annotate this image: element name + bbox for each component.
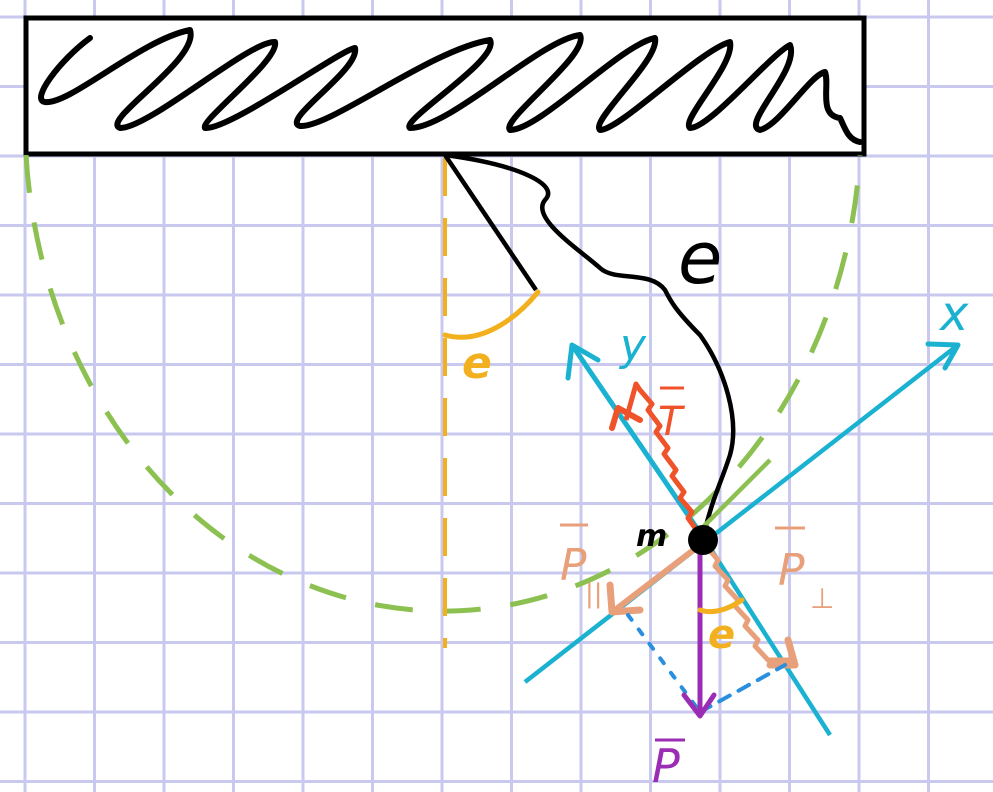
tension-arrowhead [609, 405, 643, 431]
y-axis-arrowhead [565, 342, 601, 381]
p-parallel-arrowhead [606, 581, 644, 616]
p-parallel-label-letter: P [560, 540, 587, 591]
angle-arc-top [442, 289, 541, 340]
p-perp-label-letter: P [778, 545, 805, 596]
x-axis-label: x [938, 286, 969, 342]
x-axis [523, 343, 960, 684]
x-axis-arrowhead [925, 341, 961, 371]
weight-arrowhead [681, 692, 717, 719]
tension-label: T [658, 386, 686, 445]
ceiling-hatching [38, 27, 863, 145]
ceiling [23, 15, 867, 157]
normal-line [703, 538, 832, 737]
p-parallel-label: P || [560, 523, 603, 609]
p-perp-label: P ⊥ [775, 526, 834, 615]
weight-label-letter: P [652, 739, 680, 792]
angle-label-bottom: e [708, 612, 735, 658]
angle-arc-bottom [697, 597, 745, 615]
projection-dotted-left [626, 613, 702, 714]
mass-point [688, 525, 718, 555]
y-axis-label: y [618, 320, 647, 371]
tangent-line [698, 458, 772, 532]
p-parallel-label-sub: || [585, 579, 603, 609]
mass-label: m [636, 519, 667, 554]
length-label: e [678, 216, 722, 300]
y-axis [569, 343, 708, 542]
projection-dotted-right [698, 663, 787, 714]
p-parallel-vector [613, 542, 702, 613]
weight-label: P [652, 738, 685, 792]
p-perp-arrowhead [766, 636, 799, 669]
length-bracket [442, 152, 736, 533]
pendulum-string [443, 153, 538, 292]
tension-label-letter: T [658, 399, 686, 445]
p-perp-label-sub: ⊥ [810, 582, 834, 615]
tension-vector [623, 381, 703, 537]
angle-label-top: e [462, 338, 492, 389]
